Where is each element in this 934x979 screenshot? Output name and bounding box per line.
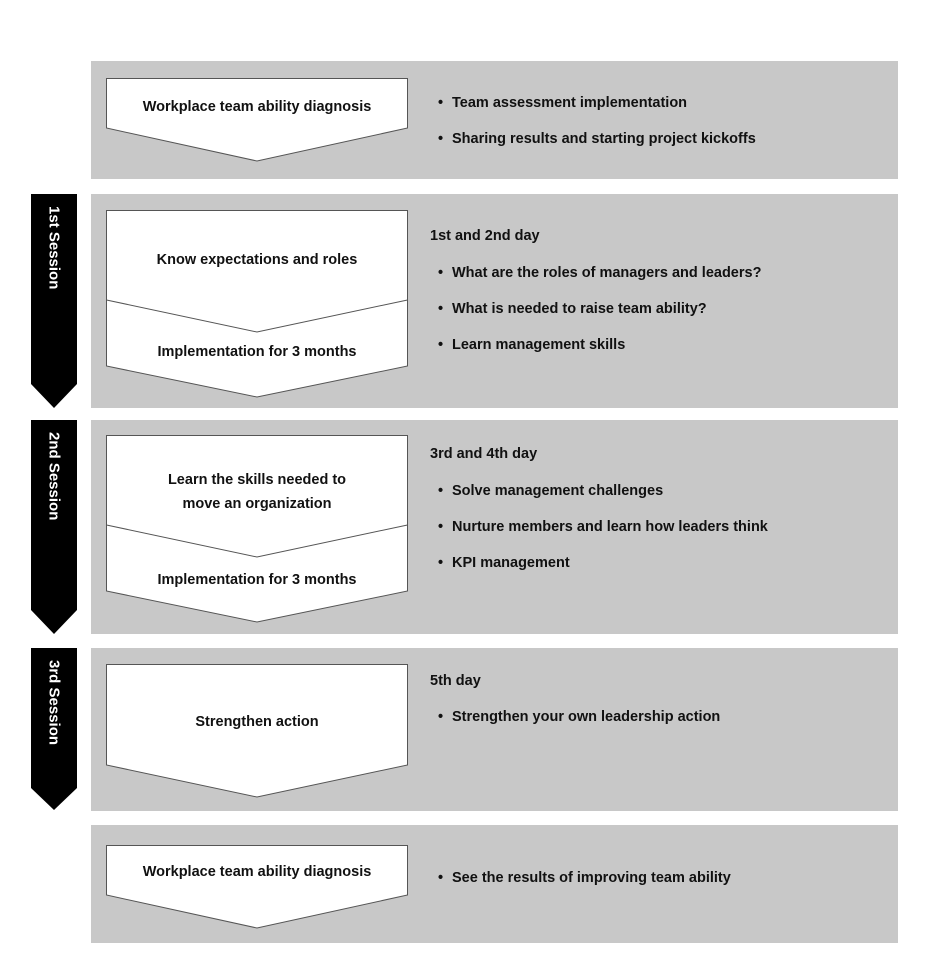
final-diagnosis-bullet-list: •See the results of improving team abili… <box>438 869 731 905</box>
list-item: •What are the roles of managers and lead… <box>438 265 762 281</box>
bullet-icon: • <box>438 95 444 111</box>
list-item: •KPI management <box>438 555 570 571</box>
diagnosis-label: Workplace team ability diagnosis <box>142 99 372 115</box>
session-3-heading: 5th day <box>430 673 481 689</box>
session-arrow-shape <box>31 194 77 408</box>
final-diagnosis-pentagon: Workplace team ability diagnosis <box>106 845 408 929</box>
bullet-icon: • <box>438 265 444 281</box>
list-item: •Learn management skills <box>438 337 626 353</box>
session-arrow-shape <box>31 420 77 634</box>
session-2-pentagon: Learn the skills needed to move an organ… <box>106 435 408 623</box>
session-arrow-shape <box>31 648 77 810</box>
list-item: •Strengthen your own leadership action <box>438 709 721 725</box>
session-label: 1st Session <box>45 206 63 290</box>
session-2-main-label-line-1: Learn the skills needed to <box>167 472 347 488</box>
bullet-icon: • <box>438 870 444 886</box>
session-1-sub-label: Implementation for 3 months <box>157 344 357 360</box>
bullet-icon: • <box>438 483 444 499</box>
session-2-main-label-line-2: move an organization <box>182 496 332 512</box>
bullet-icon: • <box>438 555 444 571</box>
session-1-pentagon: Know expectations and roles Implementati… <box>106 210 408 398</box>
bullet-icon: • <box>438 131 444 147</box>
bullet-icon: • <box>438 301 444 317</box>
list-item: •What is needed to raise team ability? <box>438 301 707 317</box>
bullet-icon: • <box>438 337 444 353</box>
pentagon-shape <box>106 210 408 398</box>
session-2-sub-label: Implementation for 3 months <box>157 572 357 588</box>
session-tab-3rd: 3rd Session <box>31 648 77 810</box>
diagnosis-bullet-list: •Team assessment implementation •Sharing… <box>438 94 756 166</box>
session-2-bullet-list: •Solve management challenges •Nurture me… <box>438 482 768 590</box>
session-3-main-label: Strengthen action <box>195 714 319 730</box>
session-2-heading: 3rd and 4th day <box>430 446 538 462</box>
session-3-pentagon: Strengthen action <box>106 664 408 798</box>
session-tab-2nd: 2nd Session <box>31 420 77 634</box>
session-1-heading: 1st and 2nd day <box>430 228 540 244</box>
pentagon-shape <box>106 435 408 623</box>
pentagon-shape <box>106 78 408 162</box>
list-item: •See the results of improving team abili… <box>438 870 731 886</box>
final-diagnosis-label: Workplace team ability diagnosis <box>142 864 372 880</box>
session-label: 2nd Session <box>45 432 63 521</box>
bullet-icon: • <box>438 709 444 725</box>
session-tab-1st: 1st Session <box>31 194 77 408</box>
diagnosis-pentagon: Workplace team ability diagnosis <box>106 78 408 162</box>
session-label: 3rd Session <box>45 660 63 746</box>
pentagon-shape <box>106 664 408 798</box>
list-item: •Nurture members and learn how leaders t… <box>438 519 768 535</box>
session-1-main-label: Know expectations and roles <box>156 252 358 268</box>
list-item: •Sharing results and starting project ki… <box>438 131 756 147</box>
pentagon-shape <box>106 845 408 929</box>
bullet-icon: • <box>438 519 444 535</box>
list-item: •Team assessment implementation <box>438 95 688 111</box>
list-item: •Solve management challenges <box>438 483 664 499</box>
session-1-bullet-list: •What are the roles of managers and lead… <box>438 264 761 372</box>
session-3-bullet-list: •Strengthen your own leadership action <box>438 708 720 744</box>
